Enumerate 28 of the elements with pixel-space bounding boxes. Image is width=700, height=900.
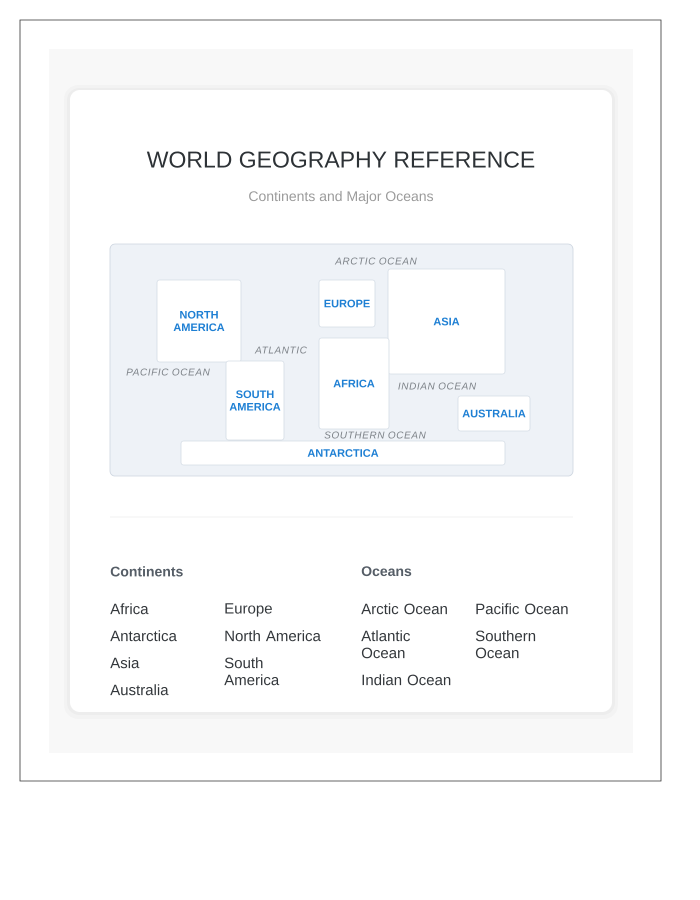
list-item: North America <box>225 630 321 642</box>
continent-box: AUSTRALIA <box>458 396 530 432</box>
continent-box: EUROPE <box>318 280 376 328</box>
ocean-label: ATLANTIC <box>254 346 307 354</box>
list-item: Pacific Ocean <box>476 603 568 614</box>
list-item: Europe <box>225 603 272 617</box>
list-item: Indian Ocean <box>362 674 450 686</box>
ocean-label: ARCTIC OCEAN <box>334 257 417 265</box>
list-item: Asia <box>110 657 140 668</box>
list-heading: Continents <box>110 566 183 576</box>
continent-box: NORTH AMERICA <box>156 280 242 362</box>
list-item: Antarctica <box>110 630 177 642</box>
list-item: South America <box>224 657 280 686</box>
continent-box: SOUTH AMERICA <box>226 360 284 440</box>
title: WORLD GEOGRAPHY REFERENCE <box>146 151 534 168</box>
list-item: Southern Ocean <box>476 630 536 658</box>
continent-box: AFRICA <box>318 338 390 430</box>
continent-box: ANTARCTICA <box>180 440 506 466</box>
list-item: Africa <box>110 603 149 614</box>
list-item: Atlantic Ocean <box>361 630 410 658</box>
ocean-label: PACIFIC OCEAN <box>126 368 210 376</box>
ocean-label: SOUTHERN OCEAN <box>324 431 426 439</box>
continent-box: ASIA <box>388 268 506 374</box>
subtitle: Continents and Major Oceans <box>249 190 434 204</box>
list-heading: Oceans <box>362 566 412 576</box>
ocean-label: INDIAN OCEAN <box>398 382 476 390</box>
list-item: Arctic Ocean <box>361 603 447 614</box>
list-item: Australia <box>110 684 169 696</box>
